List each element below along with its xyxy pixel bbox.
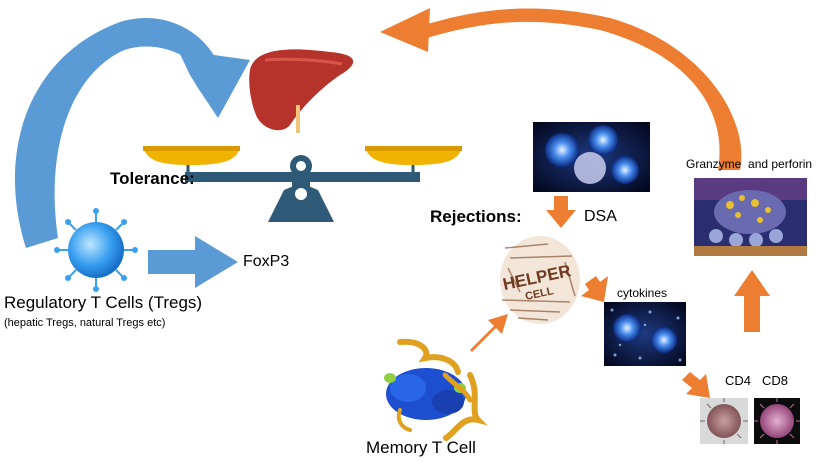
dsa-image	[533, 122, 650, 192]
granzyme-perforin-image	[694, 178, 807, 256]
tregs-examples-label: (hepatic Tregs, natural Tregs etc)	[4, 317, 166, 329]
cd4-cell-image	[700, 398, 748, 444]
rejections-label: Rejections:	[430, 207, 522, 226]
foxp3-label: FoxP3	[243, 253, 290, 270]
tolerance-label: Tolerance:	[110, 169, 195, 188]
arrow-to-foxp3	[148, 236, 238, 288]
balance-scale-icon	[143, 146, 462, 222]
arrow-dsa-to-helper	[546, 196, 576, 228]
regulatory-t-cell-icon	[54, 208, 138, 292]
arrow-memory-to-helper	[470, 314, 508, 352]
dsa-label: DSA	[584, 208, 617, 225]
memory-t-cell-label: Memory T Cell	[366, 438, 476, 457]
cytokines-image	[604, 302, 686, 366]
orange-curved-arrow	[380, 8, 742, 170]
arrow-cytokines-to-cd4	[682, 372, 710, 398]
helper-cell-word-cloud: HELPER CELL	[500, 236, 580, 324]
blue-curved-arrow	[14, 17, 250, 248]
cytokines-label: cytokines	[617, 286, 668, 300]
tregs-label: Regulatory T Cells (Tregs)	[4, 293, 203, 312]
arrow-helper-to-cytokines	[581, 276, 608, 302]
cd8-label: CD8	[762, 373, 789, 388]
liver-icon	[249, 49, 354, 133]
memory-t-cell-protein-icon	[384, 338, 488, 441]
granzyme-perforin-label: Granzyme and perforin	[686, 157, 813, 171]
cd8-cell-image	[754, 398, 800, 444]
cd4-label: CD4	[725, 373, 752, 388]
word-cloud-cell: CELL	[524, 285, 555, 303]
arrow-up-to-granzyme	[734, 270, 770, 332]
